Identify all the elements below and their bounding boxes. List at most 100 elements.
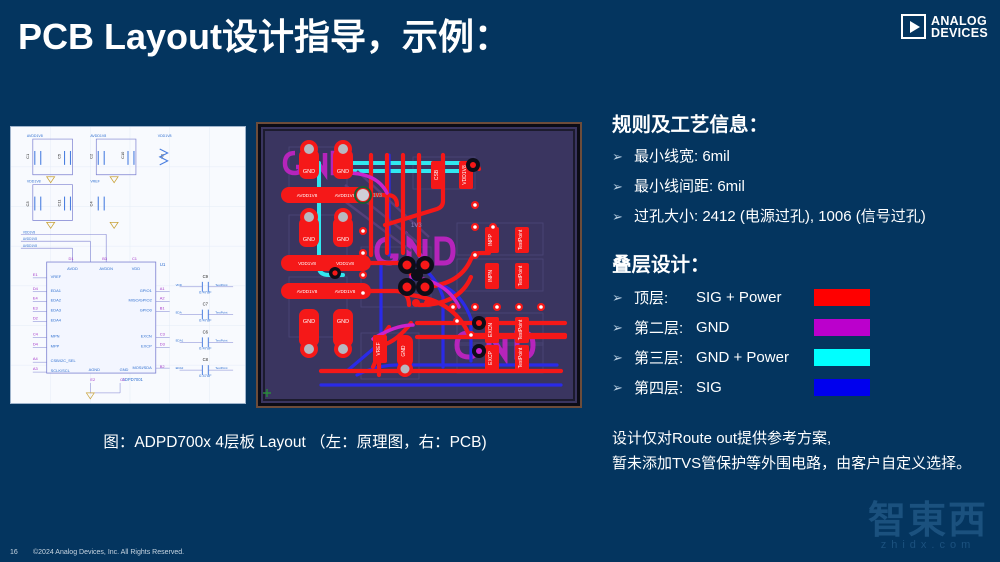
analog-devices-logo: ANALOG DEVICES	[901, 14, 988, 39]
svg-text:ADPD7001: ADPD7001	[122, 377, 143, 382]
bullet-arrow-icon: ➢	[612, 179, 623, 194]
bullet-arrow-icon: ➢	[612, 149, 623, 164]
watermark: 智東西 zhidx.com	[868, 502, 988, 552]
logo-line-1: ANALOG	[931, 13, 987, 28]
layer-label: 第四层:	[634, 380, 684, 397]
svg-text:AVDD1V8: AVDD1V8	[23, 237, 37, 241]
rule-item-min-width: ➢ 最小线宽: 6mil	[612, 147, 992, 166]
svg-text:VDD: VDD	[176, 283, 182, 287]
svg-text:MPP: MPP	[51, 343, 60, 348]
stackup-row-l2: ➢ 第二层: GND	[612, 317, 992, 338]
note-line-1: 设计仅对Route out提供参考方案,	[612, 430, 832, 447]
svg-text:E2: E2	[90, 377, 95, 382]
page-title: PCB Layout设计指导，示例：	[18, 16, 511, 57]
svg-text:C5: C5	[57, 153, 62, 159]
layer-label: 顶层:	[634, 290, 669, 307]
bullet-arrow-icon: ➢	[612, 350, 623, 365]
stackup-heading: 叠层设计：	[612, 254, 710, 276]
svg-text:AGND: AGND	[89, 367, 101, 372]
svg-text:AVDD1V8: AVDD1V8	[90, 134, 106, 138]
svg-text:C8: C8	[203, 357, 209, 362]
svg-text:EDA3: EDA3	[51, 308, 62, 313]
svg-text:GND: GND	[337, 237, 349, 243]
stackup-section: 叠层设计： ➢ 顶层: SIG + Power ➢ 第二层: GND ➢ 第三层…	[612, 248, 992, 398]
svg-text:AVDD: AVDD	[67, 266, 78, 271]
svg-text:C9: C9	[203, 274, 209, 279]
svg-text:VDD: VDD	[132, 266, 140, 271]
svg-text:EDA4: EDA4	[51, 318, 62, 323]
svg-text:B1: B1	[160, 306, 165, 311]
svg-text:1V3: 1V3	[411, 223, 422, 229]
svg-text:C1: C1	[25, 154, 30, 159]
copyright-text: ©2024 Analog Devices, Inc. All Rights Re…	[33, 549, 185, 556]
svg-text:0.47uF: 0.47uF	[199, 290, 212, 295]
watermark-en: zhidx.com	[880, 539, 976, 551]
svg-text:B3: B3	[102, 256, 108, 261]
svg-text:VDD1V8: VDD1V8	[23, 230, 36, 234]
layer-color-swatch	[814, 379, 870, 396]
svg-text:TestPoint: TestPoint	[518, 319, 524, 340]
svg-text:TestPoint: TestPoint	[518, 229, 524, 250]
svg-text:EDA1: EDA1	[51, 288, 61, 293]
analog-devices-triangle-icon	[901, 14, 927, 39]
svg-text:EXCN: EXCN	[488, 323, 494, 337]
svg-text:VDD1V8: VDD1V8	[336, 261, 354, 266]
svg-text:A2: A2	[160, 296, 165, 301]
svg-text:C10: C10	[120, 151, 125, 159]
rule-item-via-size: ➢ 过孔大小: 2412 (电源过孔), 1006 (信号过孔)	[612, 207, 992, 226]
svg-text:VREF: VREF	[90, 180, 100, 184]
logo-line-2: DEVICES	[931, 25, 988, 40]
layer-color-swatch	[814, 319, 870, 336]
svg-text:EXCP: EXCP	[488, 351, 494, 365]
svg-text:TestPoint: TestPoint	[215, 366, 227, 370]
svg-text:AVDD1V8: AVDD1V8	[297, 289, 318, 294]
svg-text:R1: R1	[160, 154, 165, 159]
svg-text:TestPoint: TestPoint	[518, 265, 524, 286]
svg-text:EDA: EDA	[176, 311, 182, 315]
svg-text:E1: E1	[33, 272, 38, 277]
svg-text:TestPoint: TestPoint	[518, 347, 524, 368]
svg-text:E3: E3	[33, 306, 39, 311]
svg-text:0.47uF: 0.47uF	[199, 345, 212, 350]
svg-text:EDA2: EDA2	[176, 366, 184, 370]
stackup-row-l3: ➢ 第三层: GND + Power	[612, 347, 992, 368]
svg-text:SCLK/SCL: SCLK/SCL	[51, 368, 71, 373]
page-number: 16	[10, 549, 18, 556]
svg-text:VDD1V8: VDD1V8	[158, 134, 172, 138]
svg-text:C3: C3	[25, 201, 30, 207]
svg-text:B2: B2	[160, 364, 165, 369]
svg-text:VDD1V8: VDD1V8	[298, 261, 316, 266]
svg-text:VREF: VREF	[376, 342, 382, 355]
layer-value: GND + Power	[696, 349, 789, 366]
svg-text:GND: GND	[337, 169, 349, 175]
layer-label: 第三层:	[634, 350, 684, 367]
svg-text:TestPoint: TestPoint	[215, 338, 227, 342]
layer-label: 第二层:	[634, 320, 684, 337]
svg-text:GND: GND	[303, 169, 315, 175]
svg-text:0.47uF: 0.47uF	[199, 373, 212, 378]
bullet-arrow-icon: ➢	[612, 290, 623, 305]
svg-text:VREF: VREF	[51, 274, 62, 279]
svg-text:MISO/GPIO2: MISO/GPIO2	[128, 298, 151, 303]
svg-text:AVDD1V8: AVDD1V8	[27, 134, 43, 138]
svg-text:D1: D1	[69, 256, 74, 261]
svg-text:TestPoint: TestPoint	[215, 311, 227, 315]
svg-text:A4: A4	[33, 356, 39, 361]
svg-text:EDA2: EDA2	[51, 298, 61, 303]
svg-text:GND: GND	[401, 345, 407, 357]
layer-color-swatch	[814, 349, 870, 366]
svg-text:MOSI/SDA: MOSI/SDA	[132, 365, 152, 370]
svg-text:AVDDN: AVDDN	[99, 266, 113, 271]
bullet-arrow-icon: ➢	[612, 320, 623, 335]
svg-text:EDA1: EDA1	[176, 338, 184, 342]
layer-value: SIG + Power	[696, 289, 782, 306]
rule-text: 过孔大小: 2412 (电源过孔), 1006 (信号过孔)	[634, 208, 926, 225]
rule-text: 最小线宽: 6mil	[634, 148, 730, 165]
svg-text:CSB/I2C_SEL: CSB/I2C_SEL	[51, 358, 77, 363]
svg-text:MPN: MPN	[51, 333, 60, 338]
info-panel: 规则及工艺信息： ➢ 最小线宽: 6mil ➢ 最小线间距: 6mil ➢ 过孔…	[612, 108, 992, 476]
bullet-arrow-icon: ➢	[612, 380, 623, 395]
svg-text:AVDD1V8: AVDD1V8	[335, 289, 356, 294]
svg-text:C2: C2	[88, 154, 93, 159]
